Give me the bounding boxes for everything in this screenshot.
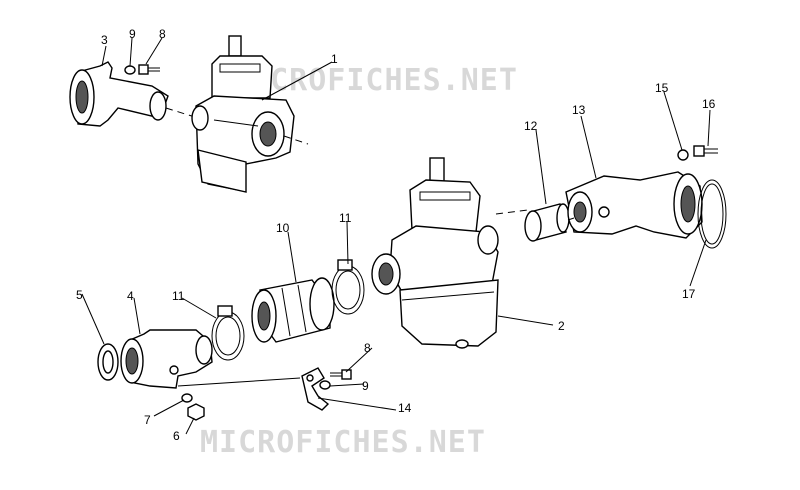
callout-16: 16: [702, 97, 716, 111]
part-8-bolt-bottom: [330, 369, 352, 380]
part-13-intake-elbow: [565, 171, 703, 239]
part-15-washer: [677, 149, 689, 161]
callout-8-bottom: 8: [364, 341, 371, 355]
callout-6: 6: [173, 429, 180, 443]
callout-9-top: 9: [129, 27, 136, 41]
watermark-top: MICROFICHES.NET: [232, 63, 518, 98]
callout-9-bottom: 9: [362, 379, 369, 393]
callout-3: 3: [101, 33, 108, 47]
callout-11-right: 11: [339, 211, 352, 225]
part-11-clamp-right: [331, 259, 365, 315]
callout-17: 17: [682, 287, 696, 301]
part-9-washer-top: [124, 65, 136, 75]
part-6-nut: [187, 403, 205, 421]
part-8-bolt-top: [138, 64, 160, 75]
part-14-bracket: [301, 367, 330, 411]
part-11-clamp-left: [211, 305, 245, 361]
callout-4: 4: [127, 289, 134, 303]
part-16-bolt: [693, 145, 718, 157]
callout-11-left: 11: [172, 289, 185, 303]
callout-7: 7: [144, 413, 151, 427]
callout-labels: 1 2 3 4 5 6 7 8 8 9 9 10 11 11 12 13 14 …: [76, 27, 716, 443]
part-3-intake-flange: [69, 61, 199, 127]
part-9-washer-bottom: [319, 380, 331, 390]
callout-15: 15: [655, 81, 669, 95]
callout-8-top: 8: [159, 27, 166, 41]
callout-13: 13: [572, 103, 586, 117]
part-5-gasket-ring: [97, 343, 119, 381]
callout-1: 1: [331, 52, 338, 66]
part-12-sleeve: [524, 203, 570, 242]
callout-12: 12: [524, 119, 538, 133]
callout-5: 5: [76, 288, 83, 302]
part-1-carburetor-small: [191, 35, 309, 193]
watermark-bottom: MICROFICHES.NET: [200, 425, 486, 460]
part-7-washer: [181, 393, 193, 403]
callout-2: 2: [558, 319, 565, 333]
callout-14: 14: [398, 401, 412, 415]
part-4-intake-manifold: [120, 329, 213, 389]
part-2-carburetor-large: [371, 157, 499, 349]
callout-10: 10: [276, 221, 290, 235]
leader-lines: [81, 37, 711, 435]
part-10-rubber-boot: [251, 277, 335, 343]
part-17-clip-ring: [697, 179, 727, 249]
